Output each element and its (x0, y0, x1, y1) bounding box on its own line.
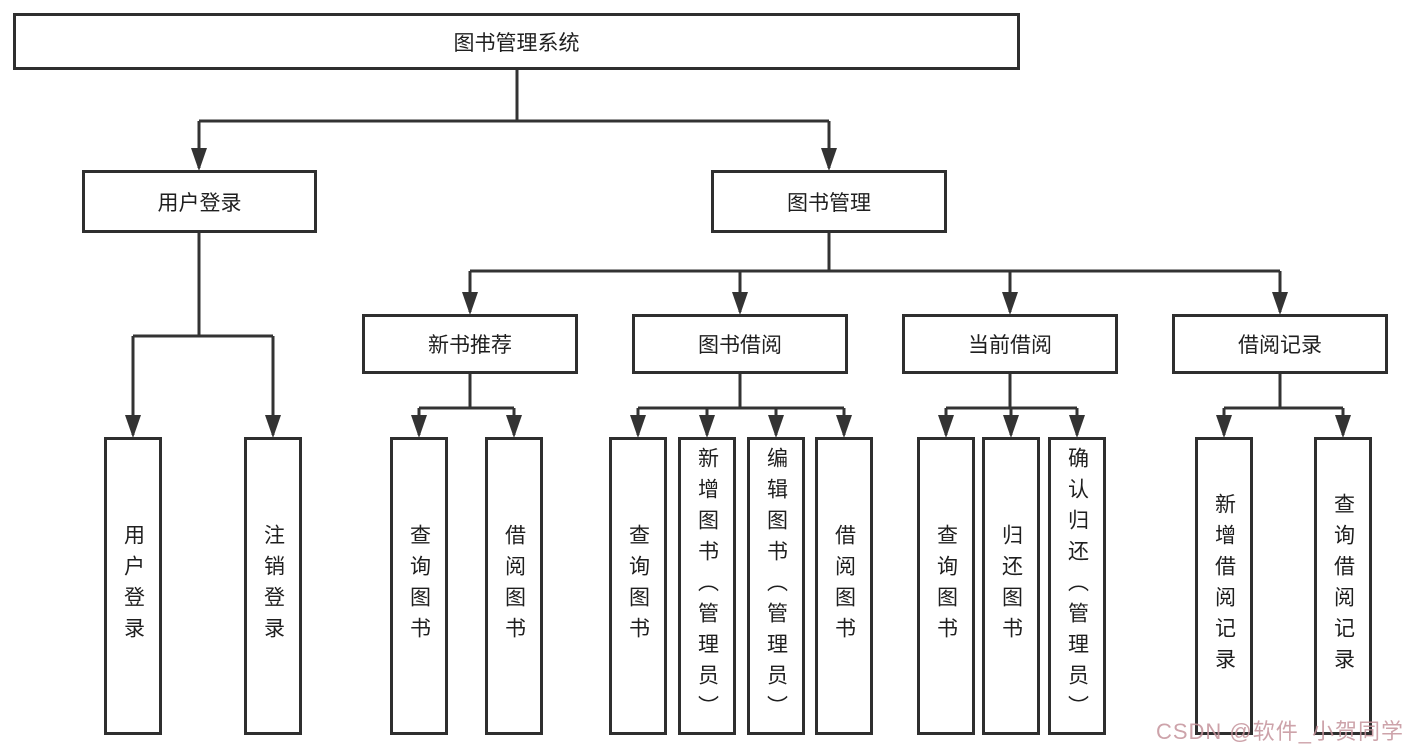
node-book-borrowing: 图书借阅 (632, 314, 848, 374)
node-current-borrowing: 当前借阅 (902, 314, 1118, 374)
leaf-borrow-books-borrowing: 借阅图书 (815, 437, 873, 735)
node-borrow-records: 借阅记录 (1172, 314, 1388, 374)
leaf-edit-books-admin-label: 编辑图书（管理员） (764, 446, 788, 726)
leaf-borrow-books-recommend-label: 借阅图书 (502, 524, 526, 648)
leaf-edit-books-admin: 编辑图书（管理员） (747, 437, 805, 735)
leaf-query-books-borrowing-label: 查询图书 (626, 524, 650, 648)
leaf-confirm-return-admin-label: 确认归还（管理员） (1065, 446, 1089, 726)
node-current-borrowing-label: 当前借阅 (968, 334, 1052, 357)
node-borrow-records-label: 借阅记录 (1238, 334, 1322, 357)
leaf-query-books-borrowing: 查询图书 (609, 437, 667, 735)
node-root-system: 图书管理系统 (13, 13, 1020, 70)
leaf-query-books-recommend: 查询图书 (390, 437, 448, 735)
node-new-book-recommend: 新书推荐 (362, 314, 578, 374)
leaf-user-login: 用户登录 (104, 437, 162, 735)
leaf-borrow-books-borrowing-label: 借阅图书 (832, 524, 856, 648)
node-root-system-label: 图书管理系统 (453, 31, 580, 55)
leaf-query-borrow-record-label: 查询借阅记录 (1331, 493, 1355, 679)
leaf-return-books: 归还图书 (982, 437, 1040, 735)
leaf-query-borrow-record: 查询借阅记录 (1314, 437, 1372, 735)
leaf-user-login-label: 用户登录 (121, 524, 145, 648)
csdn-watermark: CSDN @软件_小贺同学 (1155, 719, 1404, 744)
node-book-borrowing-label: 图书借阅 (698, 334, 782, 357)
leaf-query-books-recommend-label: 查询图书 (407, 524, 431, 648)
leaf-logout-label: 注销登录 (261, 524, 285, 648)
node-book-management-module-label: 图书管理 (787, 191, 871, 215)
leaf-add-borrow-record-label: 新增借阅记录 (1212, 493, 1236, 679)
node-user-login-module-label: 用户登录 (157, 191, 242, 215)
leaf-logout: 注销登录 (244, 437, 302, 735)
node-user-login-module: 用户登录 (82, 170, 317, 233)
leaf-borrow-books-recommend: 借阅图书 (485, 437, 543, 735)
leaf-add-borrow-record: 新增借阅记录 (1195, 437, 1253, 735)
leaf-query-books-current-label: 查询图书 (934, 524, 958, 648)
leaf-add-books-admin: 新增图书（管理员） (678, 437, 736, 735)
leaf-query-books-current: 查询图书 (917, 437, 975, 735)
leaf-confirm-return-admin: 确认归还（管理员） (1048, 437, 1106, 735)
leaf-add-books-admin-label: 新增图书（管理员） (695, 446, 719, 726)
leaf-return-books-label: 归还图书 (999, 524, 1023, 648)
node-new-book-recommend-label: 新书推荐 (428, 334, 512, 357)
node-book-management-module: 图书管理 (711, 170, 947, 233)
